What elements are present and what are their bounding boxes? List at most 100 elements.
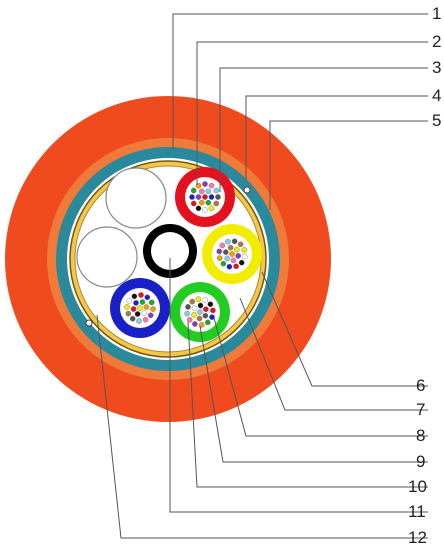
callout-label-2: 2 bbox=[432, 32, 441, 51]
optical-fiber bbox=[216, 248, 223, 255]
optical-fiber bbox=[192, 321, 198, 327]
optical-fiber bbox=[202, 181, 208, 187]
optical-fiber bbox=[189, 298, 195, 305]
leader-line bbox=[196, 41, 428, 185]
optical-fiber bbox=[190, 187, 197, 194]
optical-fiber bbox=[238, 259, 245, 266]
optical-fiber bbox=[137, 305, 143, 311]
optical-fiber bbox=[144, 294, 151, 301]
optical-fiber bbox=[202, 312, 209, 319]
optical-fiber bbox=[205, 199, 212, 206]
optical-fiber bbox=[213, 200, 220, 207]
callout-label-10: 10 bbox=[408, 477, 427, 496]
leader-line bbox=[96, 314, 428, 539]
optical-fiber bbox=[241, 247, 248, 253]
optical-fiber bbox=[237, 241, 244, 248]
leader-line bbox=[199, 325, 428, 463]
callouts: 1 2 3 4 5 6 7 8 9 10 11 12 bbox=[96, 4, 441, 547]
optical-fiber bbox=[241, 253, 248, 260]
optical-fiber bbox=[143, 304, 150, 310]
optical-fiber bbox=[229, 251, 235, 257]
leader-line bbox=[219, 67, 428, 192]
optical-fiber bbox=[225, 238, 231, 245]
callout-label-12: 12 bbox=[408, 528, 427, 547]
optical-fiber bbox=[222, 249, 229, 255]
callout-label-7: 7 bbox=[416, 400, 425, 419]
optical-fiber bbox=[198, 199, 205, 206]
optical-fiber bbox=[130, 306, 137, 312]
filler-rod bbox=[76, 226, 138, 288]
optical-fiber bbox=[198, 188, 205, 195]
optical-fiber bbox=[195, 296, 202, 302]
optical-fiber bbox=[142, 316, 149, 323]
optical-fiber bbox=[226, 263, 233, 270]
ripcord bbox=[243, 186, 251, 194]
optical-fiber bbox=[185, 304, 191, 310]
optical-fiber bbox=[134, 311, 141, 317]
optical-fiber bbox=[150, 306, 156, 312]
optical-fiber bbox=[138, 292, 144, 298]
optical-fiber bbox=[191, 305, 198, 312]
leader-line bbox=[213, 317, 428, 437]
optical-fiber bbox=[213, 187, 220, 194]
optical-fiber bbox=[124, 304, 130, 310]
loose-tube-red bbox=[175, 167, 235, 227]
optical-fiber bbox=[233, 263, 239, 270]
optical-fiber bbox=[202, 194, 208, 200]
optical-fiber bbox=[129, 315, 136, 322]
optical-fiber bbox=[235, 253, 241, 259]
callout-label-5: 5 bbox=[432, 111, 441, 130]
optical-fiber bbox=[202, 297, 208, 303]
optical-fiber bbox=[233, 246, 240, 253]
optical-fiber bbox=[216, 255, 223, 261]
leader-line bbox=[269, 120, 428, 210]
leader-line bbox=[169, 258, 428, 513]
optical-fiber bbox=[190, 200, 197, 207]
loose-tube-blue bbox=[110, 278, 170, 338]
callout-label-9: 9 bbox=[416, 452, 425, 471]
optical-fiber bbox=[184, 310, 190, 317]
optical-fiber bbox=[196, 315, 203, 322]
filler-rod bbox=[105, 167, 167, 229]
callout-label-8: 8 bbox=[416, 426, 425, 445]
optical-fiber bbox=[208, 182, 215, 189]
optical-fiber bbox=[210, 307, 216, 314]
optical-fiber bbox=[202, 207, 208, 213]
callout-label-1: 1 bbox=[432, 4, 441, 23]
optical-fiber bbox=[207, 301, 214, 308]
optical-fiber bbox=[131, 293, 138, 300]
optical-fiber bbox=[191, 311, 197, 318]
leader-line bbox=[245, 95, 428, 180]
callout-label-11: 11 bbox=[408, 502, 426, 521]
optical-fiber bbox=[231, 238, 238, 245]
optical-fiber bbox=[204, 319, 211, 326]
optical-fiber bbox=[197, 302, 204, 309]
optical-fiber bbox=[126, 297, 133, 304]
optical-fiber bbox=[195, 194, 202, 200]
optical-fiber bbox=[208, 205, 215, 212]
loose-tube-green bbox=[170, 282, 230, 342]
leader-line bbox=[261, 271, 428, 387]
cable-cross-section bbox=[5, 96, 331, 422]
optical-fiber bbox=[148, 299, 155, 306]
leader-line bbox=[187, 321, 428, 488]
optical-fiber bbox=[227, 244, 234, 251]
callout-label-6: 6 bbox=[416, 376, 425, 395]
callout-label-4: 4 bbox=[432, 86, 441, 105]
optical-fiber bbox=[139, 299, 146, 305]
optical-fiber bbox=[208, 194, 215, 200]
optical-fiber bbox=[133, 300, 139, 306]
optical-fiber bbox=[195, 205, 202, 212]
optical-fiber bbox=[186, 316, 193, 323]
ripcord bbox=[85, 319, 93, 327]
optical-fiber bbox=[197, 309, 203, 315]
optical-fiber bbox=[136, 318, 142, 324]
leader-line bbox=[172, 13, 428, 150]
optical-fiber bbox=[147, 312, 154, 319]
optical-fiber bbox=[203, 306, 209, 313]
central-strength-member-core bbox=[151, 232, 189, 270]
loose-tube-yellow bbox=[202, 224, 262, 284]
optical-fiber bbox=[224, 255, 230, 262]
optical-fiber bbox=[230, 257, 237, 264]
